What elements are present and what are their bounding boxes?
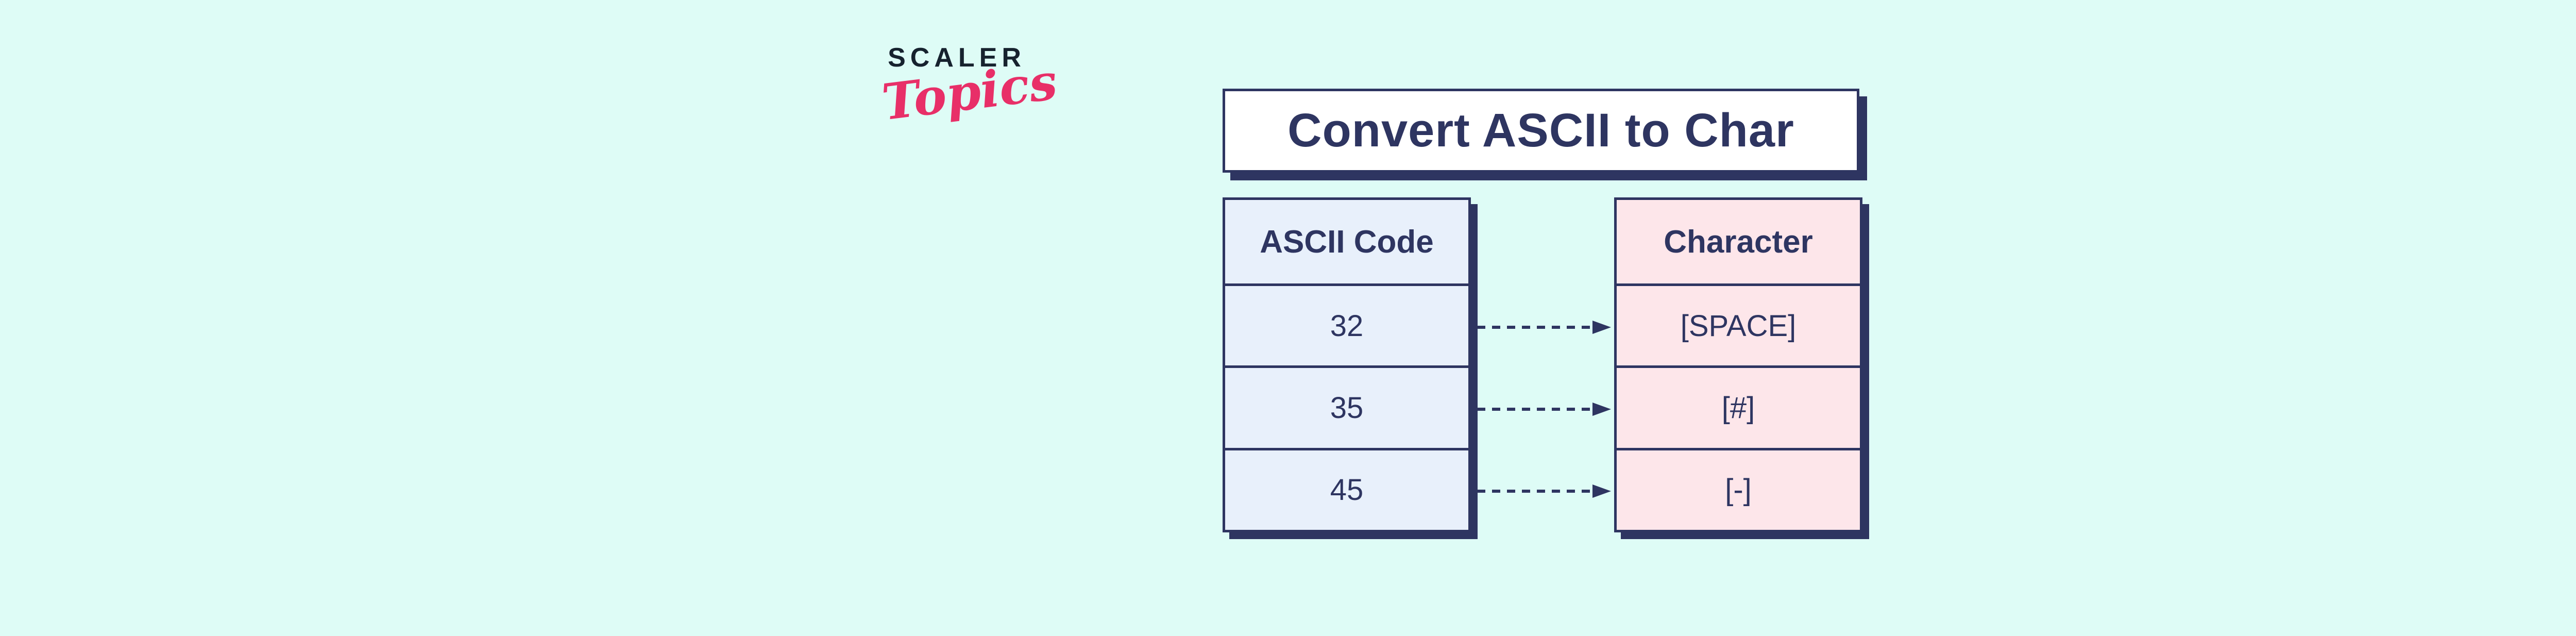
dashed-arrow-icon [1476,317,1613,338]
dashed-arrow-icon [1476,481,1613,501]
character-table-row: [-] [1725,473,1752,507]
ascii-table-row: 35 [1225,368,1468,450]
character-table: Character [SPACE] [#] [-] [1614,197,1862,532]
scaler-topics-logo: SCALER Topics [879,43,1060,131]
character-table-row: [#] [1617,368,1860,450]
character-table-header: Character [1617,200,1860,286]
page-title: Convert ASCII to Char [1287,104,1794,157]
ascii-table-row: 45 [1330,473,1364,507]
dashed-arrow-icon [1476,399,1613,420]
ascii-code-table: ASCII Code 32 35 45 [1223,197,1471,532]
ascii-table-row: 32 [1225,286,1468,369]
ascii-table-header: ASCII Code [1225,200,1468,286]
logo-scaler-wordmark: SCALER [888,43,1026,73]
title-box: Convert ASCII to Char [1223,89,1859,173]
character-table-row: [SPACE] [1617,286,1860,369]
